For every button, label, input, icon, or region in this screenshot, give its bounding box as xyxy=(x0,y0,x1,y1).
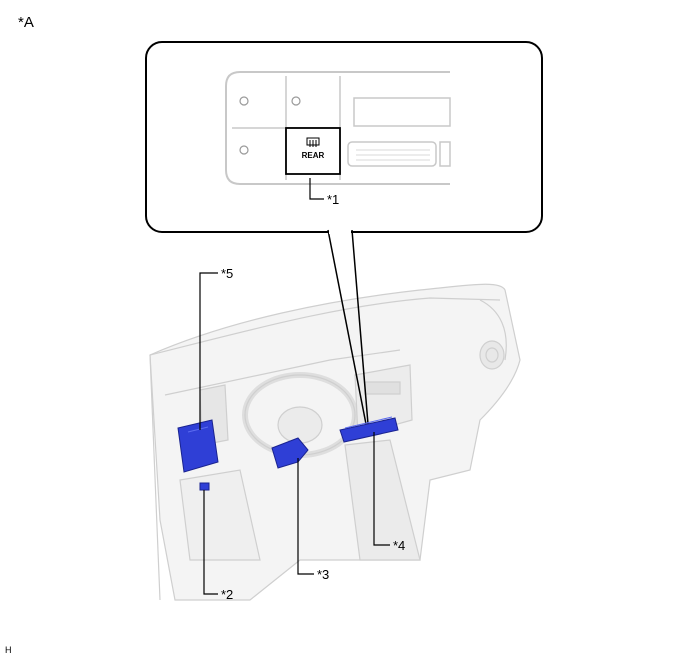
callout-2-label: *2 xyxy=(221,587,234,602)
rear-defogger-switch xyxy=(285,127,341,175)
leader-1 xyxy=(309,178,324,200)
component-4 xyxy=(339,417,399,443)
leader-4 xyxy=(373,432,390,546)
callout-pointer xyxy=(327,229,369,425)
component-2 xyxy=(199,482,210,491)
highlighted-components xyxy=(177,416,399,491)
view-label: *A xyxy=(18,14,34,31)
leader-lines xyxy=(199,178,390,595)
callout-5-label: *5 xyxy=(221,266,234,281)
switch-rear-text: REAR xyxy=(302,151,325,160)
callout-1-label: *1 xyxy=(327,192,340,207)
detail-callout-box: REAR xyxy=(145,41,543,233)
leader-3 xyxy=(297,458,314,575)
callout-4-label: *4 xyxy=(393,538,406,553)
component-3 xyxy=(271,437,309,469)
rear-defogger-icon xyxy=(306,137,320,147)
corner-label: H xyxy=(5,645,12,655)
leader-2 xyxy=(203,490,218,595)
component-5 xyxy=(177,419,219,473)
leader-5 xyxy=(199,272,218,430)
callout-3-label: *3 xyxy=(317,567,330,582)
